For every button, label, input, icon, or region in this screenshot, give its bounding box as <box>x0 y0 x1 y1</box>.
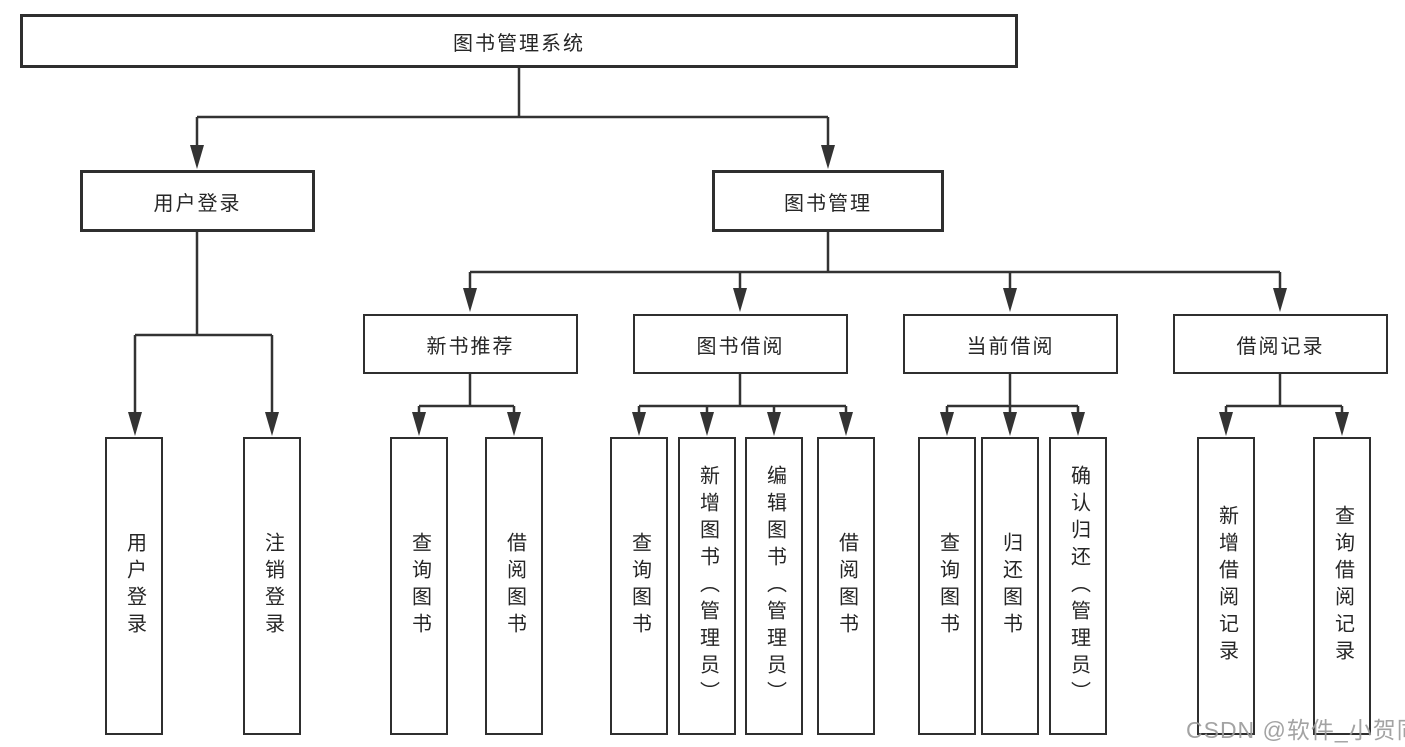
node-label: 新书推荐 <box>426 335 515 358</box>
node-label: 新增图书（管理员） <box>696 464 719 708</box>
node-leaf-borrow-query-books: 查询图书 <box>610 437 668 735</box>
node-label: 借阅图书 <box>503 532 526 640</box>
node-label: 借阅记录 <box>1236 335 1325 358</box>
node-leaf-add-borrow-record: 新增借阅记录 <box>1197 437 1255 735</box>
node-current-borrow: 当前借阅 <box>903 314 1118 374</box>
node-label: 注销登录 <box>261 532 284 640</box>
node-label: 用户登录 <box>153 192 242 215</box>
node-new-book-recommend: 新书推荐 <box>363 314 578 374</box>
node-book-management: 图书管理 <box>712 170 944 232</box>
node-label: 用户登录 <box>123 532 146 640</box>
node-book-borrow: 图书借阅 <box>633 314 848 374</box>
node-label: 查询图书 <box>408 532 431 640</box>
csdn-watermark: CSDN @软件_小贺同学 <box>1186 717 1405 743</box>
node-label: 图书借阅 <box>696 335 785 358</box>
node-label: 查询图书 <box>628 532 651 640</box>
node-leaf-add-books-admin: 新增图书（管理员） <box>678 437 736 735</box>
node-user-login: 用户登录 <box>80 170 315 232</box>
node-leaf-user-login: 用户登录 <box>105 437 163 735</box>
node-root-system: 图书管理系统 <box>20 14 1018 68</box>
node-label: 查询借阅记录 <box>1331 505 1354 667</box>
node-label: 编辑图书（管理员） <box>763 464 786 708</box>
node-leaf-confirm-return-admin: 确认归还（管理员） <box>1049 437 1107 735</box>
node-label: 借阅图书 <box>835 532 858 640</box>
node-leaf-recommend-query-books: 查询图书 <box>390 437 448 735</box>
node-leaf-return-books: 归还图书 <box>981 437 1039 735</box>
node-label: 当前借阅 <box>966 335 1055 358</box>
node-label: 新增借阅记录 <box>1215 505 1238 667</box>
node-leaf-borrow-books: 借阅图书 <box>817 437 875 735</box>
node-leaf-current-query-books: 查询图书 <box>918 437 976 735</box>
node-borrow-records: 借阅记录 <box>1173 314 1388 374</box>
node-leaf-logout: 注销登录 <box>243 437 301 735</box>
node-label: 图书管理 <box>784 192 872 215</box>
node-leaf-recommend-borrow-books: 借阅图书 <box>485 437 543 735</box>
node-label: 归还图书 <box>999 532 1022 640</box>
arrowheads <box>128 145 1349 436</box>
node-label: 图书管理系统 <box>453 32 585 55</box>
node-label: 查询图书 <box>936 532 959 640</box>
node-leaf-edit-books-admin: 编辑图书（管理员） <box>745 437 803 735</box>
node-leaf-query-borrow-record: 查询借阅记录 <box>1313 437 1371 735</box>
node-label: 确认归还（管理员） <box>1067 464 1090 708</box>
